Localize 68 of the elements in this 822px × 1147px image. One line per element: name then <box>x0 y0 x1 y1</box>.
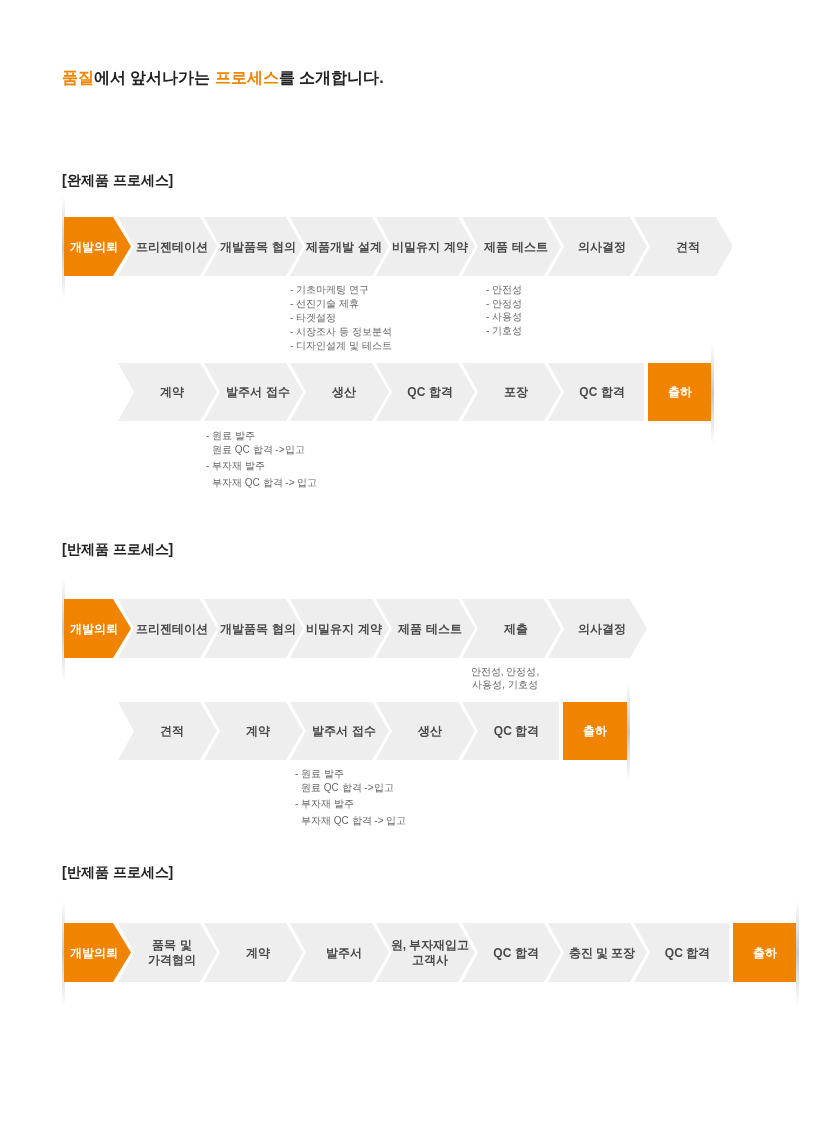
step-label: 출하 <box>667 384 692 400</box>
section-heading: [완제품 프로세스] <box>62 171 174 189</box>
page-title: 품질에서 앞서나가는 프로세스를 소개합니다. <box>62 68 384 88</box>
process-step <box>733 923 796 982</box>
note-text: - 기호성 <box>486 323 523 337</box>
step-label: QC 합격 <box>407 384 453 400</box>
note-text: - 원료 발주 <box>206 429 255 442</box>
step-label: 견적 <box>160 723 184 739</box>
step-label: 비밀유지 계약 <box>392 239 468 254</box>
note-text: 원료 QC 합격 ->입고 <box>212 442 305 456</box>
process-step <box>648 363 711 421</box>
step-label: 의사결정 <box>578 239 626 254</box>
step-label: 의사결정 <box>578 621 626 636</box>
step-label: 프리젠테이션 <box>136 621 208 636</box>
step-label: 계약 <box>246 723 270 739</box>
process-step <box>64 599 131 658</box>
section-heading: [반제품 프로세스] <box>62 540 174 558</box>
step-label: 비밀유지 계약 <box>306 621 382 636</box>
step-label: 제품개발 설계 <box>306 239 382 254</box>
note-text: - 타겟설정 <box>290 311 337 324</box>
note-text: - 안정성 <box>486 296 523 310</box>
process-step <box>64 923 131 982</box>
step-label: 계약 <box>160 384 184 400</box>
step-label: 포장 <box>504 384 528 400</box>
step-label: 출하 <box>752 945 777 960</box>
step-label: 제품 테스트 <box>398 621 462 636</box>
step-label: QC 합격 <box>493 945 539 960</box>
step-label: 발주서 접수 <box>226 384 290 400</box>
note-text: - 시장조사 등 정보분석 <box>290 325 392 338</box>
step-label: 개발의뢰 <box>70 621 118 636</box>
note-text: - 안전성 <box>486 283 523 296</box>
process-step <box>118 923 217 982</box>
note-text: - 기초마케팅 연구 <box>290 283 369 296</box>
step-label: 개발품목 협의 <box>220 239 296 254</box>
note-text: 안전성, 안정성, 사용성, 기호성 <box>469 665 541 691</box>
step-label: 개발의뢰 <box>70 945 118 960</box>
step-label: 개발의뢰 <box>70 239 118 254</box>
step-label: QC 합격 <box>664 945 711 960</box>
step-label: 프리젠테이션 <box>136 239 208 254</box>
process-step <box>563 702 627 760</box>
step-label: 출하 <box>583 723 607 739</box>
step-label: 발주서 <box>326 945 362 960</box>
step-label: 생산 <box>418 723 442 739</box>
note-text: - 부자재 발주 <box>206 459 265 472</box>
step-label: 품목 및 가격협의 <box>147 937 197 968</box>
step-label: 생산 <box>332 384 356 400</box>
step-label: 개발품목 협의 <box>220 621 296 636</box>
step-label: 견적 <box>676 239 700 254</box>
step-label: 원, 부자재입고 고객사 <box>389 937 471 968</box>
step-label: 발주서 접수 <box>312 723 376 739</box>
step-label: 제출 <box>504 621 528 636</box>
note-text: - 선진기술 제휴 <box>290 297 359 310</box>
note-text: - 사용성 <box>486 310 523 323</box>
note-text: - 부자재 발주 <box>295 797 354 810</box>
process-step <box>64 217 131 276</box>
note-text: 원료 QC 합격 ->입고 <box>301 780 394 794</box>
note-text: - 디자인설계 및 테스트 <box>290 339 392 352</box>
process-step <box>118 217 217 276</box>
step-label: QC 합격 <box>493 723 540 739</box>
section-heading: [반제품 프로세스] <box>62 863 174 881</box>
step-label: 제품 테스트 <box>484 239 548 254</box>
note-text: 부자재 QC 합격 -> 입고 <box>212 475 318 489</box>
process-step <box>118 599 217 658</box>
step-label: 충진 및 포장 <box>568 945 636 960</box>
step-label: QC 합격 <box>579 384 625 400</box>
step-label: 계약 <box>246 945 270 960</box>
note-text: 부자재 QC 합격 -> 입고 <box>301 813 407 827</box>
note-text: - 원료 발주 <box>295 767 344 780</box>
